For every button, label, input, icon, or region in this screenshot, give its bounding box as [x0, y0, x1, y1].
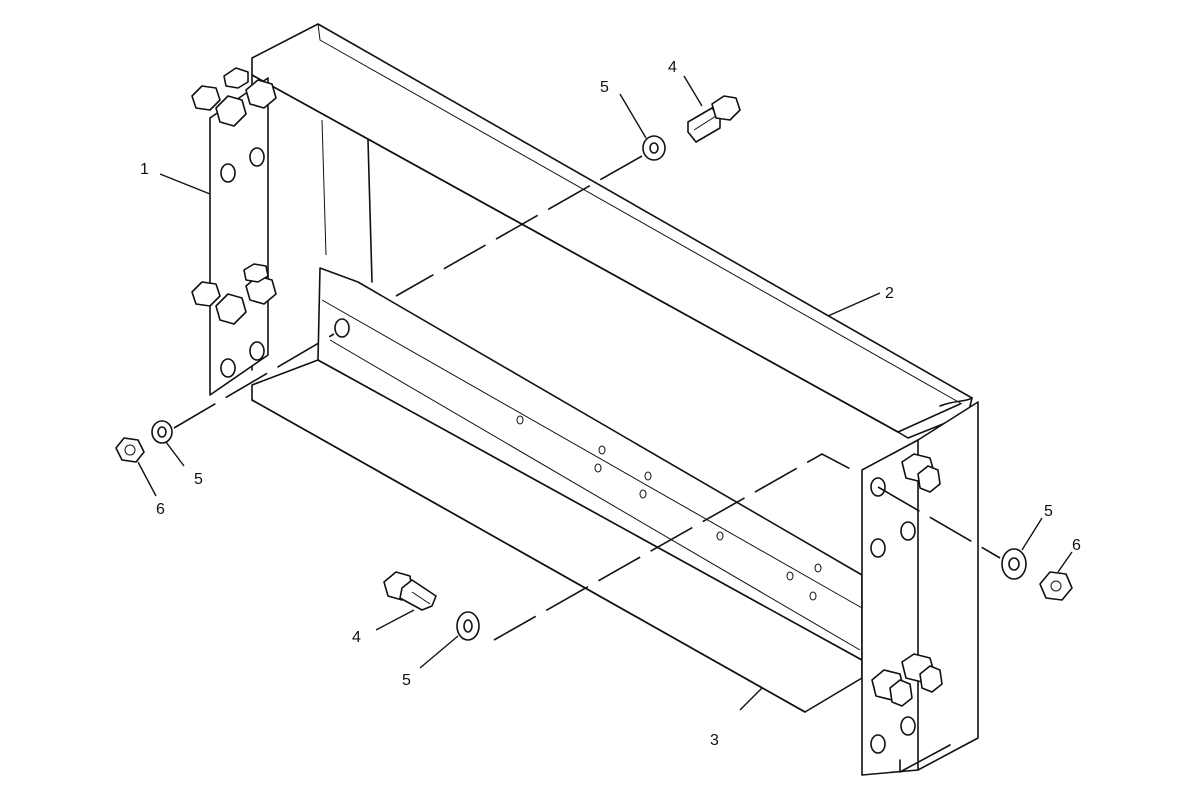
left-end-plate-part-1: [191, 67, 277, 396]
callout-5-bottom: 5: [402, 672, 411, 689]
callout-5-left: 5: [194, 471, 203, 488]
left-washer-part-5: [151, 420, 173, 444]
callout-4-top: 4: [668, 59, 677, 76]
top-bolt-part-4: [687, 95, 741, 143]
callout-4-bottom: 4: [352, 629, 361, 646]
callout-1: 1: [140, 161, 149, 178]
callout-6-right: 6: [1072, 537, 1081, 554]
callout-6-left: 6: [156, 501, 165, 518]
callout-5-right: 5: [1044, 503, 1053, 520]
right-end-plate: [861, 401, 979, 776]
callout-2: 2: [885, 285, 894, 302]
left-plate-lower-bolts: [191, 263, 277, 325]
assembly-centerlines: [173, 155, 1001, 641]
bottom-washer-part-5: [456, 611, 480, 641]
callout-leaders: [137, 75, 1073, 711]
callout-3: 3: [710, 732, 719, 749]
left-nut-part-6: [115, 437, 145, 463]
right-plate-upper-nuts: [901, 453, 941, 493]
upper-channel-part-2: [251, 23, 973, 439]
right-plate-lower-nuts: [871, 653, 943, 707]
left-plate-upper-bolts: [191, 67, 277, 127]
callout-labels: 1 2 3 4 4 5 5 5 5 6 6: [140, 59, 1081, 749]
callout-5-top: 5: [600, 79, 609, 96]
right-washer-part-5: [1001, 548, 1027, 580]
right-nut-part-6: [1039, 571, 1073, 601]
bottom-bolt-part-4: [383, 571, 437, 611]
top-washer-part-5: [642, 135, 666, 161]
